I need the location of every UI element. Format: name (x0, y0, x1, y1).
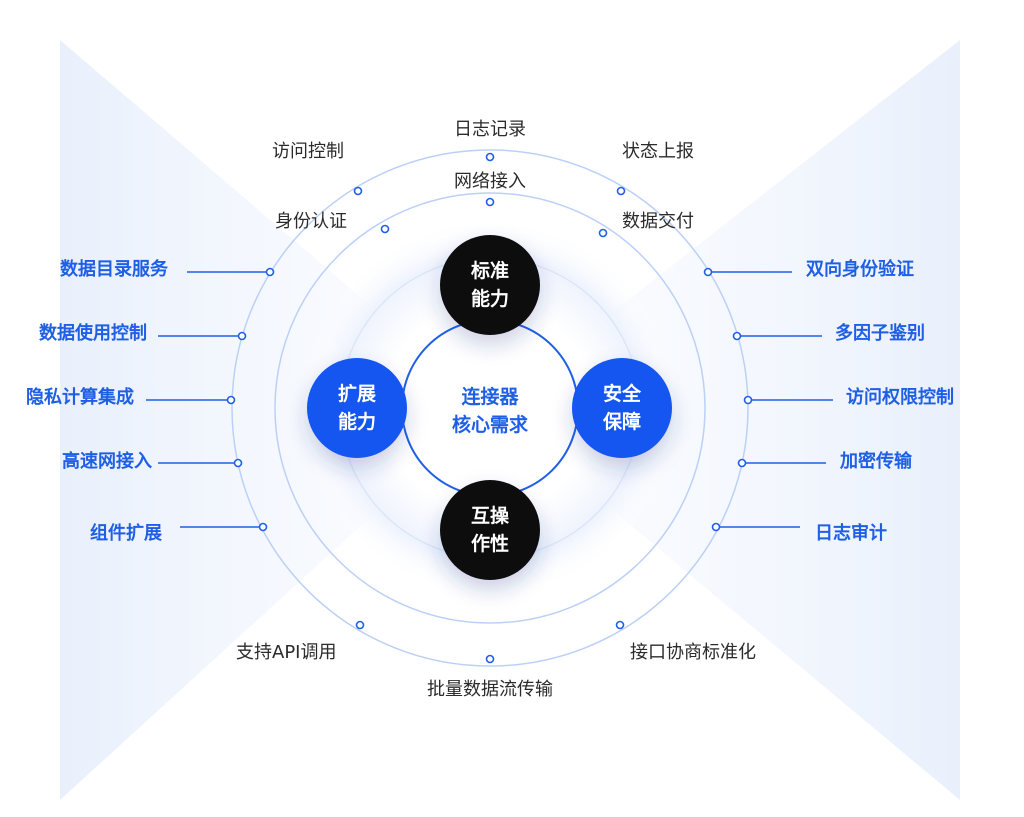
middle-ring (274, 192, 706, 624)
right-fan-bg (490, 40, 960, 800)
outer-label-top-left: 访问控制 (272, 141, 344, 162)
inner-label-top: 网络接入 (454, 171, 526, 192)
left-feature-4: 高速网接入 (62, 451, 152, 472)
outer-ring (231, 149, 749, 667)
node-top-label: 标准 能力 (440, 257, 540, 313)
node-bottom-line1: 互操 (470, 505, 509, 527)
center-label-line2: 核心需求 (451, 414, 528, 436)
left-feature-3: 隐私计算集成 (26, 387, 134, 408)
node-bottom-label: 互操 作性 (440, 502, 540, 558)
node-top-circle (440, 235, 540, 335)
right-feature-5: 日志审计 (815, 523, 887, 544)
node-left-circle (307, 358, 407, 458)
node-left-line2: 能力 (337, 411, 376, 433)
node-left-label: 扩展 能力 (307, 380, 407, 436)
node-right-circle (572, 358, 672, 458)
left-feature-2: 数据使用控制 (39, 323, 147, 344)
left-feature-5: 组件扩展 (90, 523, 162, 544)
node-right-line2: 保障 (602, 411, 641, 433)
right-feature-1: 双向身份验证 (806, 259, 914, 280)
outer-label-bottom: 批量数据流传输 (427, 679, 553, 700)
right-feature-4: 加密传输 (840, 451, 912, 472)
node-left-line1: 扩展 (337, 383, 376, 405)
node-top-line1: 标准 (470, 260, 509, 282)
center-label: 连接器 核心需求 (420, 383, 560, 439)
node-top-line2: 能力 (470, 288, 509, 310)
outer-label-bottom-left: 支持API调用 (236, 642, 337, 663)
node-right-label: 安全 保障 (572, 380, 672, 436)
right-feature-3: 访问权限控制 (846, 387, 954, 408)
ring-dots (226, 152, 753, 664)
node-bottom-circle (440, 480, 540, 580)
left-feature-1: 数据目录服务 (60, 259, 168, 280)
center-label-line1: 连接器 (461, 386, 519, 408)
outer-label-bottom-right: 接口协商标准化 (630, 642, 756, 663)
inner-label-top-left: 身份认证 (275, 211, 347, 232)
outer-label-top-right: 状态上报 (622, 141, 694, 162)
node-bottom-line2: 作性 (470, 533, 509, 555)
inner-label-top-right: 数据交付 (622, 211, 694, 232)
right-connector-lines (708, 271, 833, 528)
left-connector-lines (146, 271, 270, 528)
right-feature-2: 多因子鉴别 (835, 323, 925, 344)
node-right-line1: 安全 (602, 383, 641, 405)
outer-label-top: 日志记录 (454, 119, 526, 140)
